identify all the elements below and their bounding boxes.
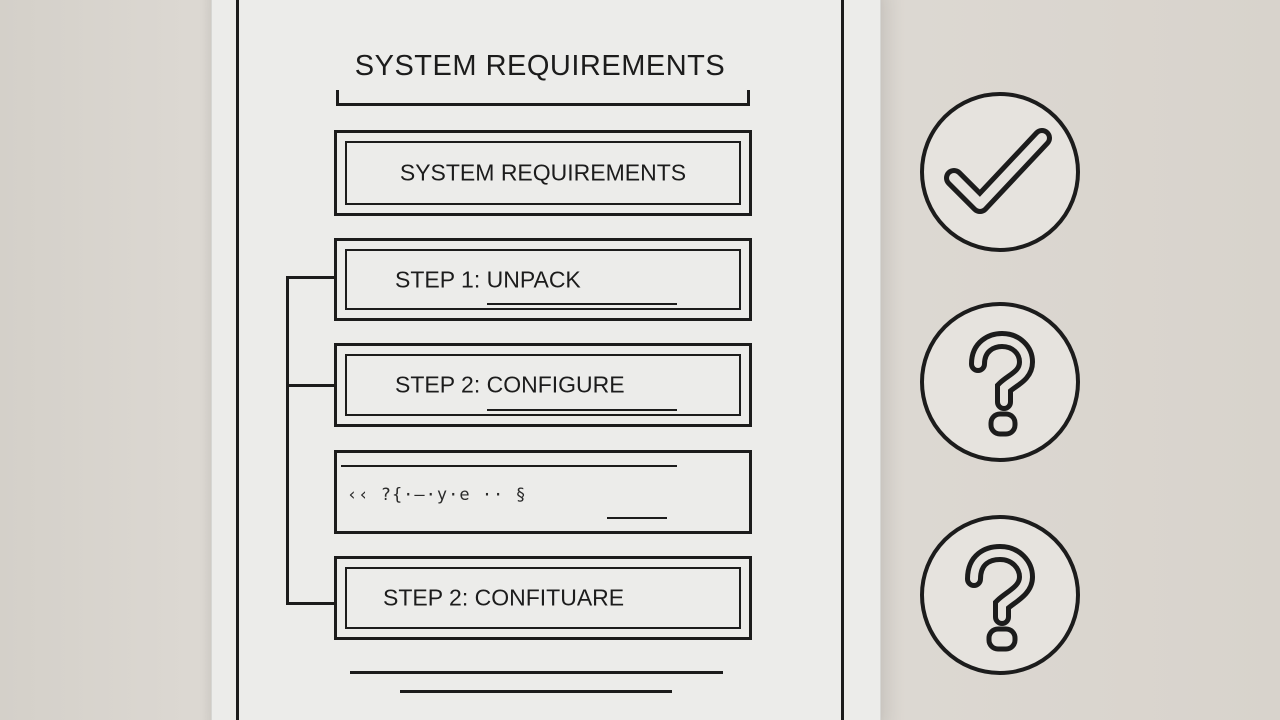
checkmark-icon[interactable] [918,90,1082,254]
step-configure-label: STEP 2: CONFIGURE [395,371,625,398]
step-confituare-label: STEP 2: CONFITUARE [383,584,625,611]
illegible-step-box[interactable]: ‹‹ ?{·—·y·e ·· § [334,450,752,534]
document-sheet [212,0,880,720]
question-mark-icon[interactable] [918,300,1082,464]
step-unpack-box[interactable]: STEP 1: UNPACK [334,238,752,321]
tree-connector-step1 [286,276,336,279]
step-unpack-label: STEP 1: UNPACK [395,266,581,292]
document-frame [236,0,844,720]
title-bracket [336,90,750,106]
illegible-step-text: ‹‹ ?{·—·y·e ·· § [347,485,527,505]
requirements-box-inner [345,141,741,205]
tree-connector-step-last [286,602,336,605]
step-unpack-underline [487,303,677,305]
illegible-step-baseline [607,517,667,519]
requirements-box-label: SYSTEM REQUIREMENTS [399,159,687,186]
step-configure-box-inner [345,354,741,416]
step-configure-box[interactable]: STEP 2: CONFIGURE [334,343,752,427]
step-configure-underline [487,409,677,411]
document-title: SYSTEM REQUIREMENTS [354,50,726,82]
tree-connector-vertical [286,277,289,605]
step-confituare-box-inner [345,567,741,629]
step-unpack-box-inner [345,249,741,310]
tree-connector-step2 [286,384,336,387]
step-confituare-box[interactable]: STEP 2: CONFITUARE [334,556,752,640]
footer-line-2 [400,690,672,693]
requirements-box[interactable]: SYSTEM REQUIREMENTS [334,130,752,216]
illegible-step-topline [341,465,677,467]
footer-line-1 [350,671,723,674]
question-mark-icon[interactable] [918,513,1082,677]
